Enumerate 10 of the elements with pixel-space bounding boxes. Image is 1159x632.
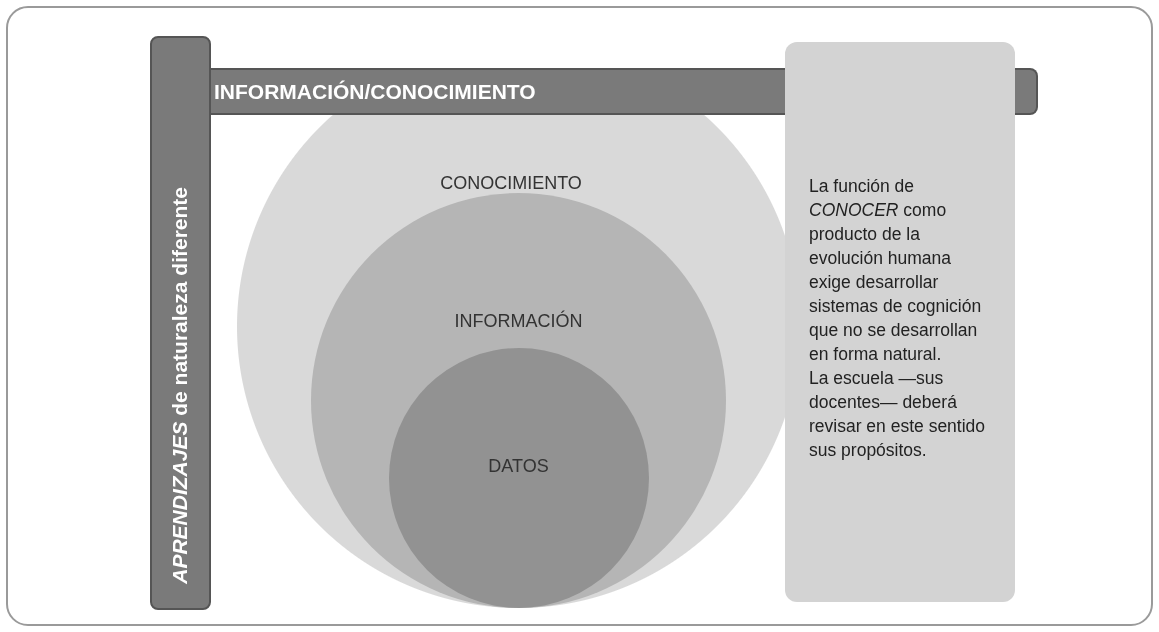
side-title: APRENDIZAJES de naturaleza diferente bbox=[168, 187, 192, 584]
side-bar bbox=[150, 36, 211, 610]
body-text: La función de CONOCER como producto de la evolución humana exige desarrollar sistemas de cognición que no se desarrollan en forma natural. bbox=[809, 175, 983, 366]
text-panel bbox=[785, 42, 1015, 602]
circle-label: DATOS bbox=[488, 456, 549, 477]
body-text: La escuela —sus docentes— deberá revisar en este sentido sus propósitos. bbox=[809, 367, 987, 462]
circle-label: CONOCIMIENTO bbox=[440, 173, 582, 194]
header-title: INFORMACIÓN/CONOCIMIENTO bbox=[214, 80, 536, 104]
header-bar bbox=[211, 68, 785, 115]
circle-label: INFORMACIÓN bbox=[454, 311, 583, 332]
